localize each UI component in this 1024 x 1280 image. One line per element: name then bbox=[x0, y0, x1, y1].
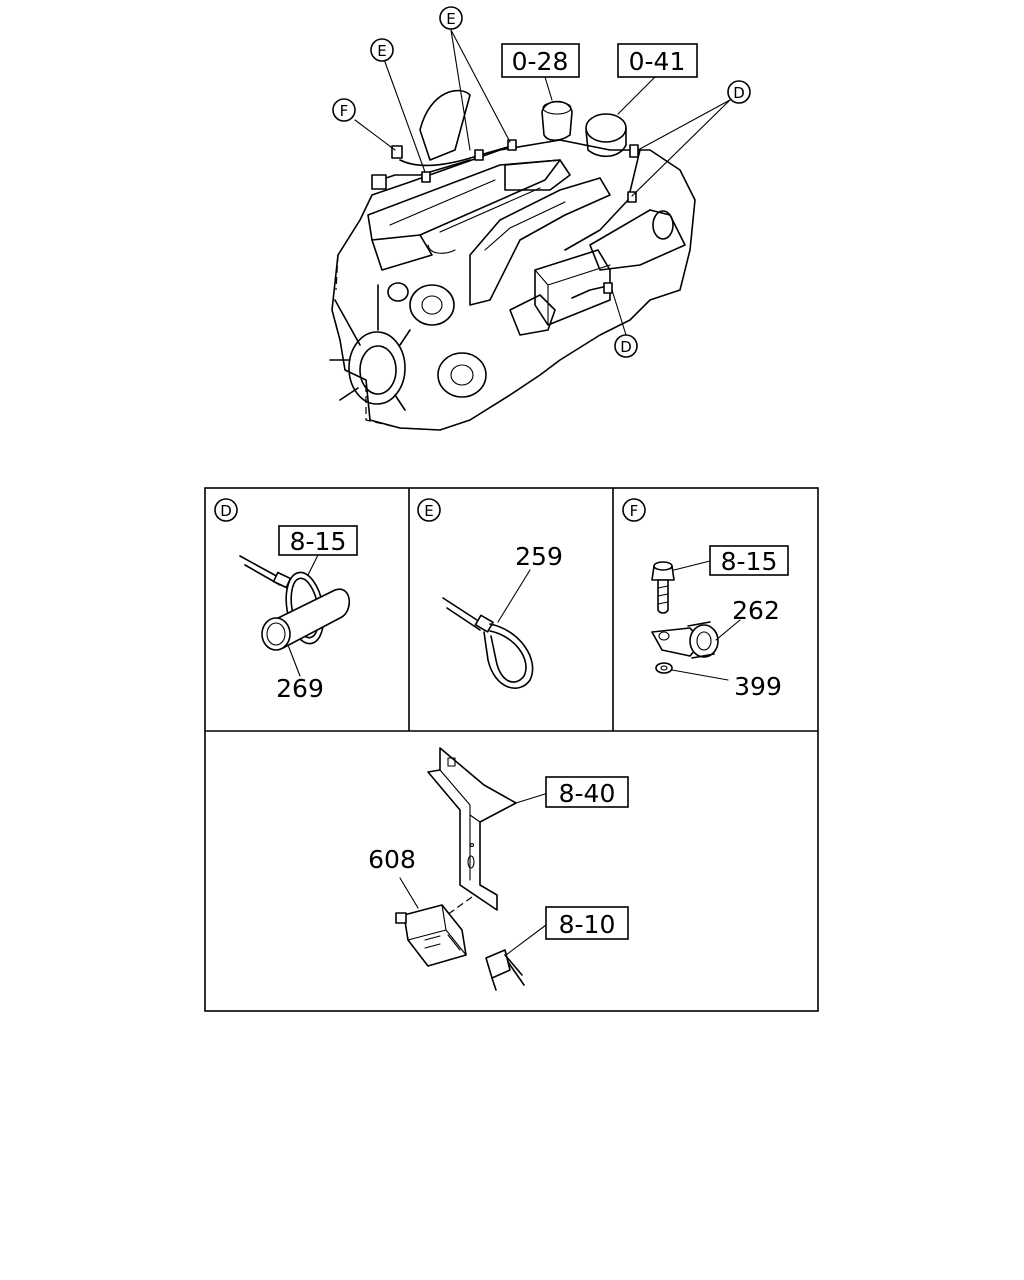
panel-bottom: 8-40 608 8-10 bbox=[368, 747, 629, 991]
svg-text:608: 608 bbox=[368, 845, 416, 874]
svg-text:E: E bbox=[446, 10, 455, 28]
ref-box-8-40 bbox=[545, 776, 629, 808]
svg-text:0-41: 0-41 bbox=[629, 47, 686, 76]
callout-leaders bbox=[354, 29, 731, 336]
panel-e: E 259 bbox=[417, 498, 563, 689]
svg-text:D: D bbox=[620, 338, 632, 356]
callout-e-top: E bbox=[439, 6, 463, 30]
svg-text:E: E bbox=[377, 42, 386, 60]
svg-text:0-28: 0-28 bbox=[512, 47, 569, 76]
svg-text:D: D bbox=[733, 84, 745, 102]
svg-text:F: F bbox=[630, 502, 639, 520]
svg-text:F: F bbox=[340, 102, 349, 120]
svg-text:259: 259 bbox=[515, 542, 563, 571]
svg-text:8-15: 8-15 bbox=[721, 547, 778, 576]
callout-d-right: D bbox=[727, 80, 751, 104]
ref-box-0-28: 0-28 bbox=[501, 43, 580, 78]
svg-text:8-15: 8-15 bbox=[290, 527, 347, 556]
detail-frame bbox=[204, 487, 819, 1012]
ref-box-8-10 bbox=[545, 906, 629, 940]
panel-f: F 8-15 262 399 bbox=[622, 498, 789, 701]
svg-text:8-40: 8-40 bbox=[559, 779, 616, 808]
svg-text:262: 262 bbox=[732, 596, 780, 625]
svg-text:E: E bbox=[424, 502, 433, 520]
ref-box-8-15-d bbox=[278, 525, 358, 556]
callout-e-left: E bbox=[370, 38, 394, 62]
callout-d-bottom: D bbox=[614, 334, 638, 358]
ref-box-0-41: 0-41 bbox=[617, 43, 698, 78]
callout-f-left: F bbox=[332, 98, 356, 122]
svg-text:8-10: 8-10 bbox=[559, 910, 616, 939]
svg-text:399: 399 bbox=[734, 672, 782, 701]
panel-d: D 8-15 269 bbox=[214, 498, 358, 703]
svg-text:D: D bbox=[220, 502, 232, 520]
engine-illustration bbox=[329, 89, 696, 431]
svg-text:269: 269 bbox=[276, 674, 324, 703]
